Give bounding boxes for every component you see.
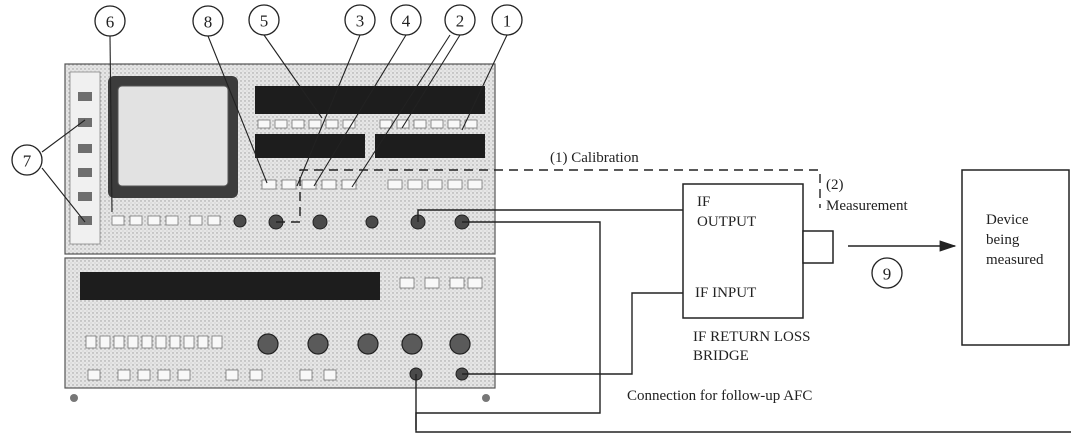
bridge-name-line1: IF RETURN LOSS xyxy=(693,329,811,345)
svg-text:4: 4 xyxy=(402,12,411,31)
callout-2: 2 xyxy=(445,5,475,35)
upper-display-top xyxy=(255,86,485,114)
svg-text:8: 8 xyxy=(204,13,213,32)
bridge-port xyxy=(803,231,833,263)
measurement-label: Measurement xyxy=(826,198,908,214)
if-input-label: IF INPUT xyxy=(695,285,756,301)
if-output-label-line1: IF xyxy=(697,194,710,210)
lower-instrument xyxy=(65,258,495,402)
svg-text:5: 5 xyxy=(260,12,269,31)
svg-text:9: 9 xyxy=(883,265,892,284)
device-label-line2: being xyxy=(986,232,1020,248)
svg-text:2: 2 xyxy=(456,12,465,31)
callout-9: 9 xyxy=(872,258,902,288)
callout-6: 6 xyxy=(95,6,125,36)
svg-text:7: 7 xyxy=(23,152,32,171)
svg-text:3: 3 xyxy=(356,12,365,31)
device-label-line1: Device xyxy=(986,212,1029,228)
callout-3: 3 xyxy=(345,5,375,35)
callout-7: 7 xyxy=(12,145,42,175)
lower-display xyxy=(80,272,380,300)
calibration-label: (1) Calibration xyxy=(550,150,639,166)
callout-5: 5 xyxy=(249,5,279,35)
svg-text:1: 1 xyxy=(503,12,512,31)
if-output-label-line2: OUTPUT xyxy=(697,214,756,230)
callout-4: 4 xyxy=(391,5,421,35)
svg-text:6: 6 xyxy=(106,13,115,32)
callout-8: 8 xyxy=(193,6,223,36)
bridge-name-line2: BRIDGE xyxy=(693,348,749,364)
afc-connection-label: Connection for follow-up AFC xyxy=(627,388,812,404)
callout-1: 1 xyxy=(492,5,522,35)
upper-instrument xyxy=(65,64,495,254)
upper-display-right xyxy=(375,134,485,158)
device-label-line3: measured xyxy=(986,252,1044,268)
afc-loop-cable xyxy=(416,413,480,430)
measurement-number: (2) xyxy=(826,177,844,193)
